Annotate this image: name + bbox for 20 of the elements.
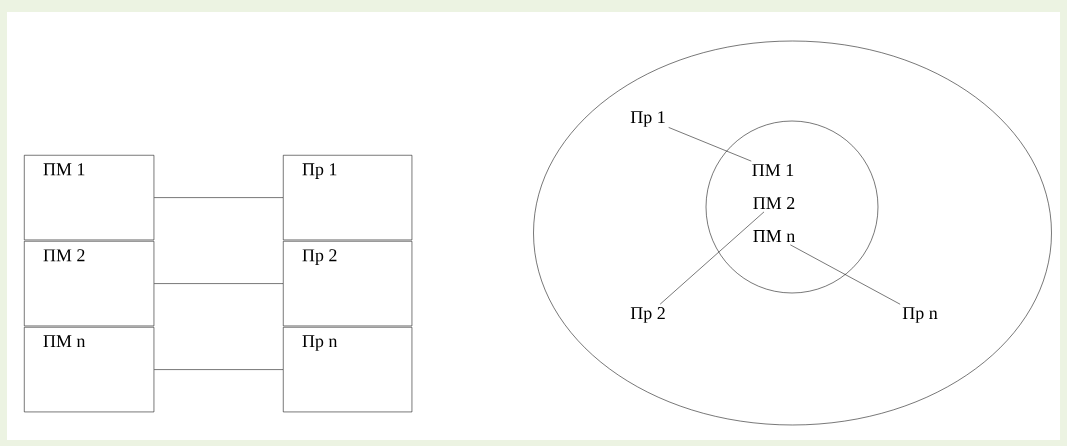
outer-ellipse	[533, 40, 1052, 426]
text-label: Пр 2	[630, 307, 665, 323]
connector-line	[153, 283, 284, 284]
module-box: ПМ n	[24, 327, 155, 413]
connector-line	[790, 244, 901, 305]
connector-line	[153, 369, 284, 370]
text-label: Пр 1	[630, 111, 665, 127]
module-box: Пр n	[283, 327, 413, 413]
text-label: Пр n	[902, 307, 938, 323]
inner-circle	[705, 120, 879, 294]
module-box: ПМ 1	[24, 155, 155, 241]
text-label: ПМ n	[753, 230, 795, 242]
module-box: Пр 2	[283, 241, 413, 327]
text-label: ПМ 1	[752, 164, 794, 176]
connector-line	[668, 127, 752, 162]
module-box: Пр 1	[283, 155, 413, 241]
module-box: ПМ 2	[24, 241, 155, 327]
text-label: ПМ 2	[753, 197, 795, 209]
connector-line	[659, 211, 765, 305]
connector-line	[153, 197, 284, 198]
